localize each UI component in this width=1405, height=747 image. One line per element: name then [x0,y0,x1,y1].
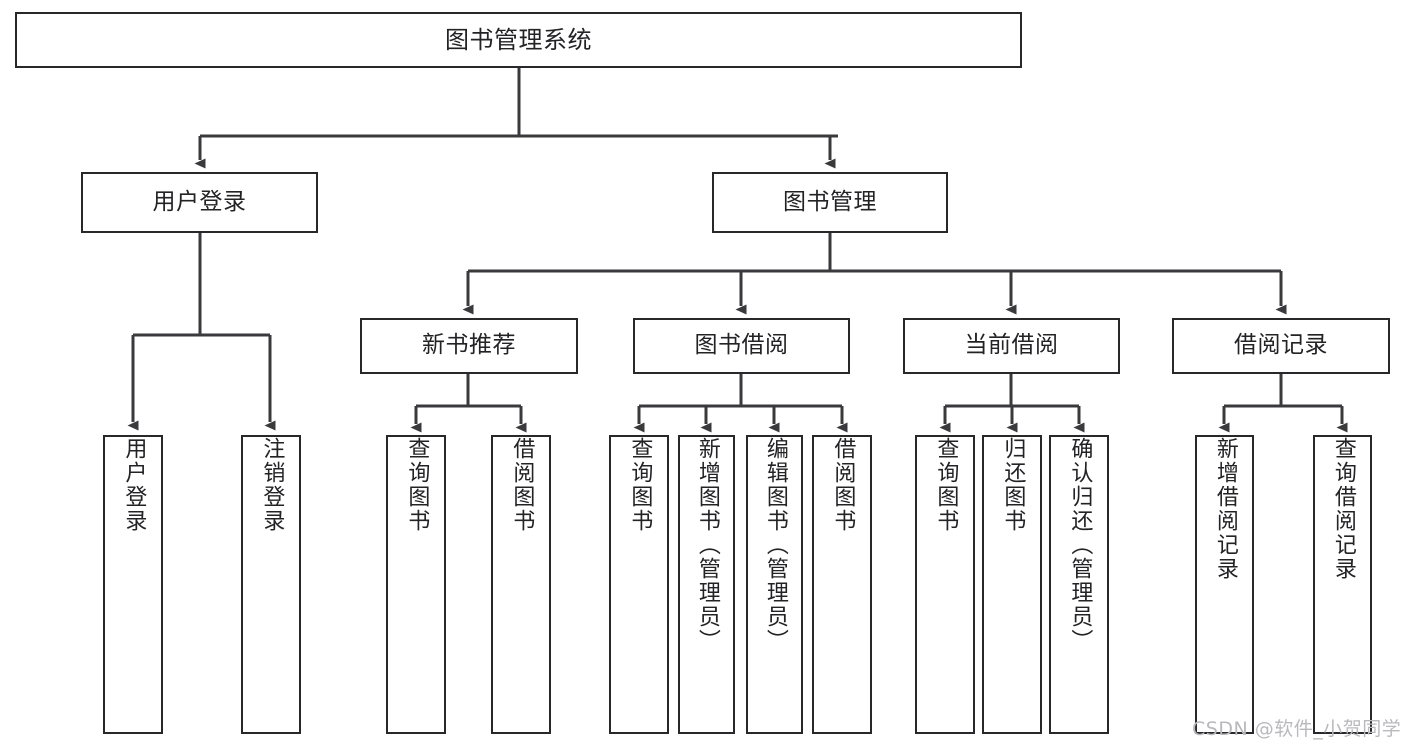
node-label: 新书推荐 [422,332,516,359]
leaf-current-borrow-query[interactable]: 查询图书 [915,435,975,734]
node-label: 借阅记录 [1234,332,1328,359]
node-current-borrow[interactable]: 当前借阅 [903,318,1120,374]
csdn-watermark: CSDN @软件_小贺同学 [1192,718,1402,740]
node-label: 查询图书 [627,437,653,533]
node-label: 当前借阅 [964,332,1059,359]
node-label: 编辑图书（管理员） [762,437,788,653]
node-label: 用户登录 [152,188,247,215]
leaf-borrow-record-add[interactable]: 新增借阅记录 [1195,435,1254,734]
node-label: 归还图书 [1000,437,1026,533]
node-label: 查询图书 [933,437,959,533]
leaf-book-borrow-borrow[interactable]: 借阅图书 [812,435,872,734]
leaf-user-login-login[interactable]: 用户登录 [103,435,163,734]
leaf-borrow-record-query[interactable]: 查询借阅记录 [1313,435,1372,734]
node-label: 图书管理 [783,188,877,215]
node-label: 注销登录 [259,437,285,533]
node-book-borrow[interactable]: 图书借阅 [633,318,850,374]
leaf-new-book-borrow[interactable]: 借阅图书 [491,435,551,734]
node-borrow-record[interactable]: 借阅记录 [1172,318,1390,374]
node-label: 确认归还（管理员） [1067,437,1093,653]
node-root-system[interactable]: 图书管理系统 [15,12,1022,68]
node-label: 查询借阅记录 [1330,437,1356,581]
leaf-new-book-query[interactable]: 查询图书 [386,435,446,734]
leaf-book-borrow-query[interactable]: 查询图书 [609,435,669,734]
node-label: 图书借阅 [694,332,789,359]
leaf-current-borrow-confirm-return[interactable]: 确认归还（管理员） [1049,435,1109,734]
node-new-book-recommend[interactable]: 新书推荐 [360,318,578,374]
leaf-book-borrow-edit[interactable]: 编辑图书（管理员） [746,435,803,734]
node-label: 新增借阅记录 [1212,437,1238,581]
leaf-current-borrow-return[interactable]: 归还图书 [982,435,1042,734]
node-label: 查询图书 [404,437,430,533]
node-user-login[interactable]: 用户登录 [81,172,318,233]
node-label: 新增图书（管理员） [694,437,720,653]
node-label: 用户登录 [121,437,147,533]
leaf-user-login-logout[interactable]: 注销登录 [241,435,301,734]
node-label: 图书管理系统 [445,25,592,54]
node-book-management[interactable]: 图书管理 [712,172,948,233]
leaf-book-borrow-add[interactable]: 新增图书（管理员） [678,435,735,734]
node-label: 借阅图书 [830,437,856,533]
node-label: 借阅图书 [509,437,535,533]
